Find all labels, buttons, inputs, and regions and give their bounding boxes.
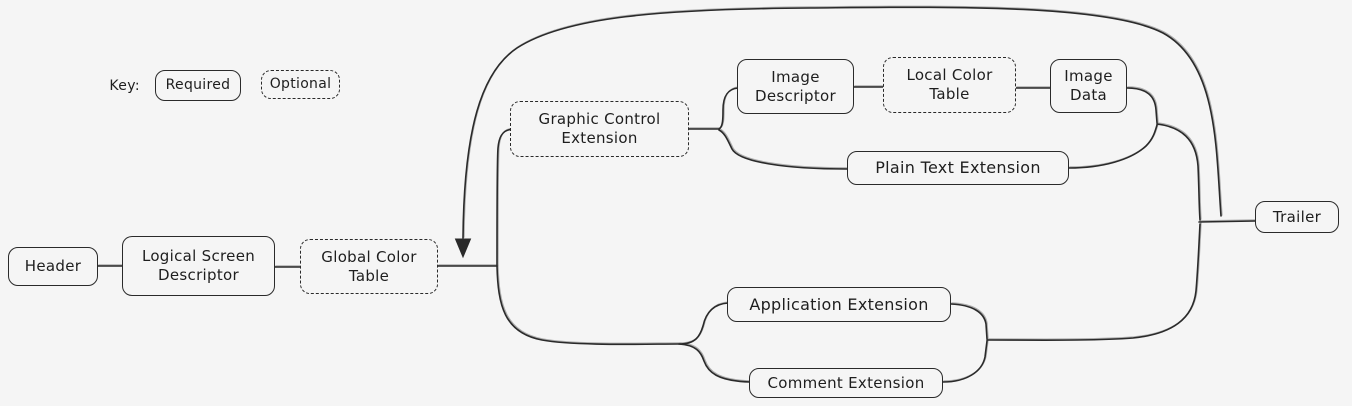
node-header: Header <box>8 247 98 286</box>
node-application-extension: Application Extension <box>727 287 951 322</box>
node-logical-screen-descriptor: Logical Screen Descriptor <box>122 236 275 296</box>
key-optional-box: Optional <box>261 70 340 99</box>
node-comment-extension: Comment Extension <box>749 368 943 398</box>
edge-imagedata-merge <box>1126 87 1158 124</box>
edge-split-comment <box>678 343 751 383</box>
key-label: Key: <box>109 78 140 94</box>
key-required-box: Required <box>155 70 241 101</box>
node-image-data: Image Data <box>1050 59 1127 113</box>
edge-application-merge <box>950 303 988 340</box>
node-global-color-table: Global Color Table <box>300 239 438 294</box>
edge-merge-trailer <box>986 223 1201 341</box>
node-local-color-table: Local Color Table <box>883 57 1016 113</box>
edge-split-imagedescriptor <box>718 87 739 130</box>
node-graphic-control-extension: Graphic Control Extension <box>510 101 689 157</box>
edge-topmerge-down <box>1156 123 1201 221</box>
edge-junction-trailer <box>1198 220 1256 223</box>
arrowhead-down-icon <box>454 238 472 259</box>
node-image-descriptor: Image Descriptor <box>737 59 854 114</box>
node-trailer: Trailer <box>1255 201 1339 233</box>
edge-junction-bottom <box>496 265 680 346</box>
edge-split-plaintext <box>718 129 848 170</box>
node-plain-text-extension: Plain Text Extension <box>847 151 1069 185</box>
edge-comment-merge <box>942 340 988 383</box>
